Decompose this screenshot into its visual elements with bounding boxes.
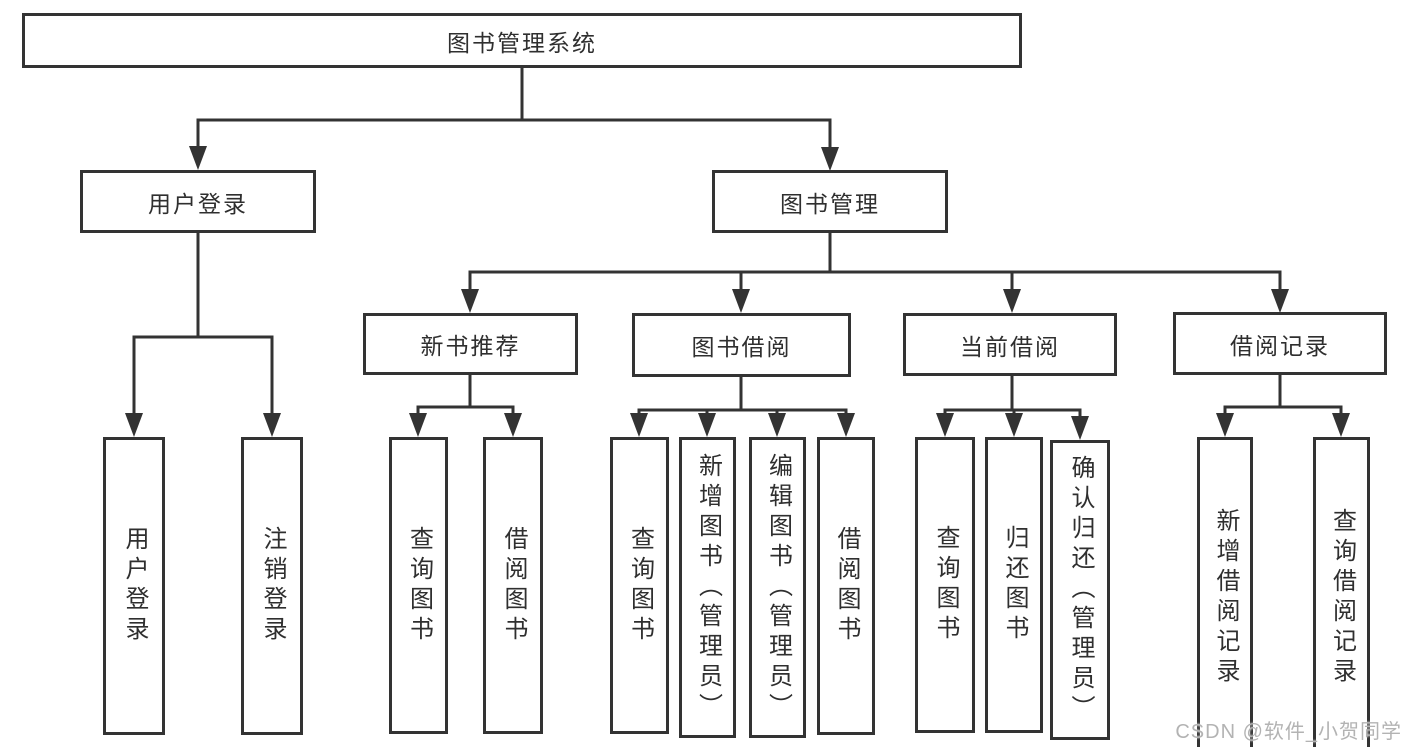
connector-user-login-to-leaves xyxy=(132,233,274,417)
connector-book-borrow-to-leaves xyxy=(637,377,848,417)
connector-book-mgmt-to-modules xyxy=(468,233,1282,293)
node-new-book-recommend: 新书推荐 xyxy=(363,313,578,375)
node-user-login: 用户登录 xyxy=(80,170,316,233)
node-book-borrow: 图书借阅 xyxy=(632,313,851,377)
connector-root-to-level2 xyxy=(196,68,832,151)
leaf-rec-query-books: 查询图书 xyxy=(389,437,448,734)
connector-current-borrow-to-leaves xyxy=(943,376,1082,419)
leaf-rec-borrow-books: 借阅图书 xyxy=(483,437,543,734)
connector-borrow-records-to-leaves xyxy=(1223,375,1343,417)
leaf-current-return-books: 归还图书 xyxy=(985,437,1043,733)
leaf-borrow-query-books: 查询图书 xyxy=(610,437,669,734)
leaf-records-query-record: 查询借阅记录 xyxy=(1313,437,1370,747)
node-book-mgmt: 图书管理 xyxy=(712,170,948,233)
node-root: 图书管理系统 xyxy=(22,13,1022,68)
leaf-records-add-record: 新增借阅记录 xyxy=(1197,437,1253,747)
csdn-watermark: CSDN @软件_小贺同学 xyxy=(1175,721,1402,743)
node-borrow-records: 借阅记录 xyxy=(1173,312,1387,375)
leaf-current-confirm-return-admin: 确认归还（管理员） xyxy=(1050,440,1110,740)
leaf-borrow-edit-books-admin: 编辑图书（管理员） xyxy=(749,437,806,738)
leaf-borrow-borrow-books: 借阅图书 xyxy=(817,437,875,735)
leaf-logout-login: 注销登录 xyxy=(241,437,303,735)
leaf-current-query-books: 查询图书 xyxy=(915,437,975,733)
leaf-borrow-add-books-admin: 新增图书（管理员） xyxy=(679,437,736,738)
node-current-borrow: 当前借阅 xyxy=(903,313,1117,376)
leaf-user-login: 用户登录 xyxy=(103,437,165,735)
connector-new-book-recommend-to-leaves xyxy=(416,373,515,417)
